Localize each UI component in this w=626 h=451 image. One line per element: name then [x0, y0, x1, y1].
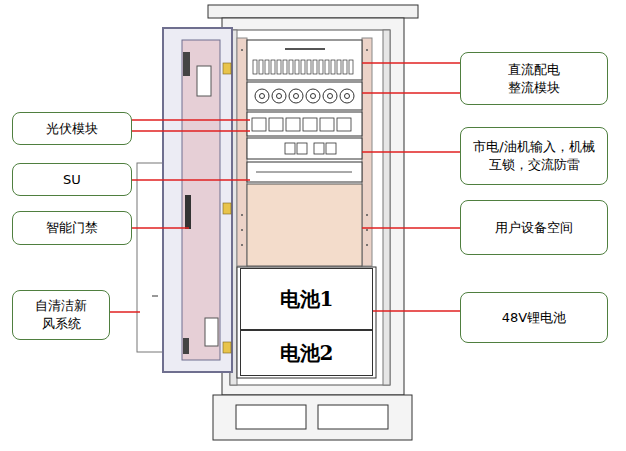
plinth-cutout [236, 405, 306, 429]
callout-label: 市电/油机输入，机械互锁，交流防雷 [467, 138, 601, 173]
cabinet-inner [230, 30, 390, 385]
door-panel [182, 40, 220, 360]
plinth [213, 395, 412, 440]
ac-parts [285, 143, 336, 154]
callout-label: 光伏模块 [46, 120, 98, 138]
battery-box: 电池2 [240, 330, 373, 376]
dc-panel [247, 40, 362, 80]
su-face [256, 172, 352, 173]
door-lock [185, 195, 191, 229]
door [163, 28, 232, 372]
plinth-cutout [318, 405, 388, 429]
callout-label: SU [63, 171, 81, 189]
fans [255, 89, 354, 103]
battery-bay [237, 267, 376, 378]
callout-box: 光伏模块 [12, 112, 132, 145]
callout-box: 48V锂电池 [460, 292, 608, 343]
mark [152, 296, 158, 297]
door-window [205, 318, 218, 346]
leader-line [373, 310, 460, 312]
su-unit [247, 162, 362, 182]
door-window [197, 66, 211, 96]
breakers [253, 60, 353, 74]
hinges [223, 63, 231, 353]
pv-shelf [247, 112, 362, 136]
battery-label: 电池1 [280, 286, 334, 313]
callout-label: 智能门禁 [46, 219, 98, 237]
callout-box: 用户设备空间 [460, 200, 608, 255]
callout-label: 48V锂电池 [502, 309, 566, 327]
user-space [247, 184, 362, 266]
callout-box: 自清洁新风系统 [12, 290, 110, 340]
pv-units [252, 118, 351, 131]
battery-box: 电池1 [240, 268, 373, 330]
panel-tag [285, 48, 325, 50]
ac-panel [247, 138, 362, 159]
callout-box: 市电/油机输入，机械互锁，交流防雷 [460, 127, 608, 185]
door-handle [183, 52, 190, 76]
callout-label: 自清洁新风系统 [33, 297, 89, 332]
battery-label: 电池2 [280, 340, 334, 367]
post [383, 30, 390, 385]
rail [237, 38, 247, 266]
callout-box: 直流配电 整流模块 [460, 52, 608, 105]
rectifier-shelf [247, 82, 362, 110]
callout-label: 用户设备空间 [495, 219, 573, 237]
roof [208, 5, 418, 18]
callout-label: 直流配电 整流模块 [504, 61, 564, 96]
cabinet-body [222, 18, 404, 395]
callout-box: 智能门禁 [12, 211, 132, 245]
callout-box: SU [12, 163, 132, 196]
door-latch [183, 338, 189, 354]
